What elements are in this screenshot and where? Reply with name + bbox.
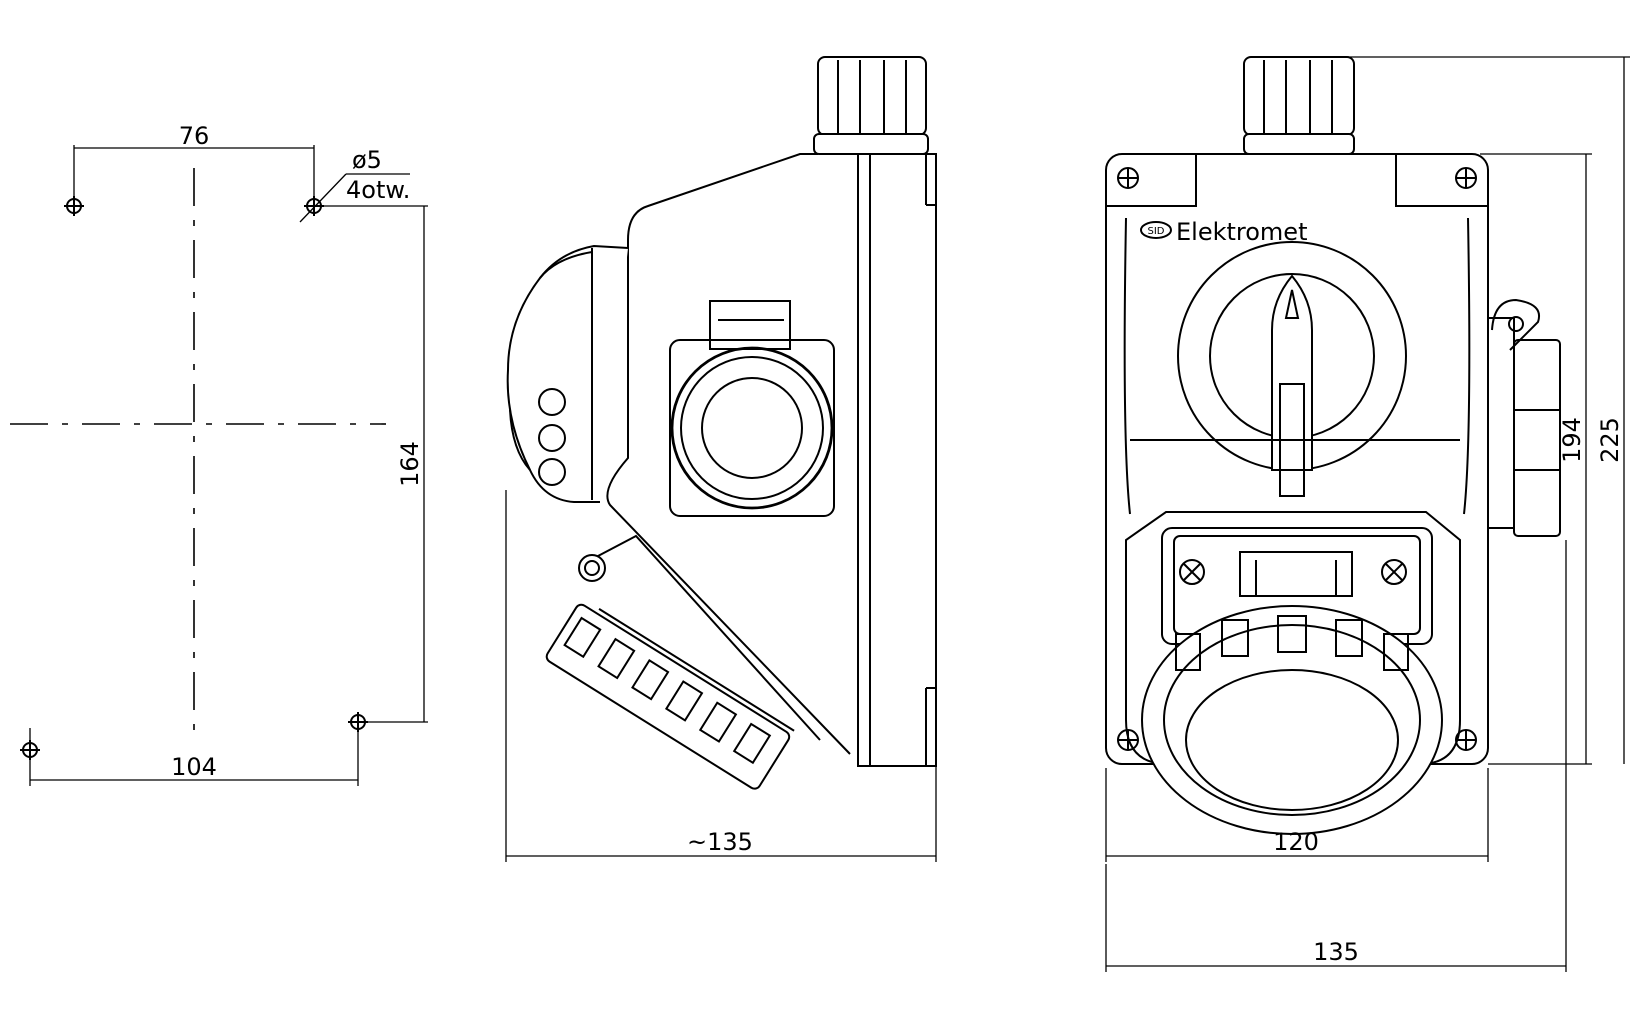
indicator-circle-3 [538,458,566,486]
front-view: SID Elektromet [1105,56,1630,972]
housing-outline [606,153,851,755]
bottom-lid-hinge [597,534,821,741]
hinge-pin-inner [584,560,600,576]
corner-notch-tl [1106,154,1197,207]
brand-logo-icon [1140,221,1172,239]
cable-gland-front [1243,56,1355,155]
side-socket-front [1487,298,1561,537]
socket-screw-right [1381,559,1407,585]
dim-104-label: 104 [171,753,217,781]
bottom-socket-ring [1141,605,1443,835]
hole-diameter-label: ø5 [352,146,382,174]
dim-depth-label: ~135 [687,828,753,856]
indicator-circle-2 [538,424,566,452]
dim-line-104 [29,728,359,786]
hinge-pin-outer [578,554,606,582]
dim-line-194 [1480,153,1592,765]
dim-line-225 [1300,56,1630,764]
brand-logo-text: SID [1148,226,1165,237]
dim-225-label: 225 [1596,417,1624,463]
cable-gland-side [813,56,929,155]
corner-screw-tr [1455,167,1477,189]
dim-line-76 [73,145,315,196]
socket-screw-left [1179,559,1205,585]
corner-notch-tr [1395,154,1488,207]
dim-line-depth [505,490,937,862]
dim-194-label: 194 [1558,417,1586,463]
rotary-switch [1177,241,1407,497]
mounting-hole-top-left [64,196,84,216]
dim-line-120 [1105,768,1489,862]
dim-135-label: 135 [1313,938,1359,966]
dim-76-label: 76 [179,122,210,150]
dim-line-164 [318,205,428,723]
corner-screw-tl [1117,167,1139,189]
bottom-socket-side [545,603,795,790]
dim-164-label: 164 [396,441,424,487]
switch-knob-side [506,244,629,503]
mounting-hole-view: 76 ø5 4otw. 164 104 [10,122,428,786]
switch-handle [1271,274,1313,471]
side-view: ~135 [505,56,937,862]
side-socket [669,300,835,517]
hole-leader [299,173,410,223]
corner-screw-br [1455,729,1477,751]
dim-line-135 [1105,540,1567,972]
mounting-plate-side [857,153,937,767]
dim-120-label: 120 [1273,828,1319,856]
indicator-circle-1 [538,388,566,416]
hole-count-label: 4otw. [346,176,410,204]
